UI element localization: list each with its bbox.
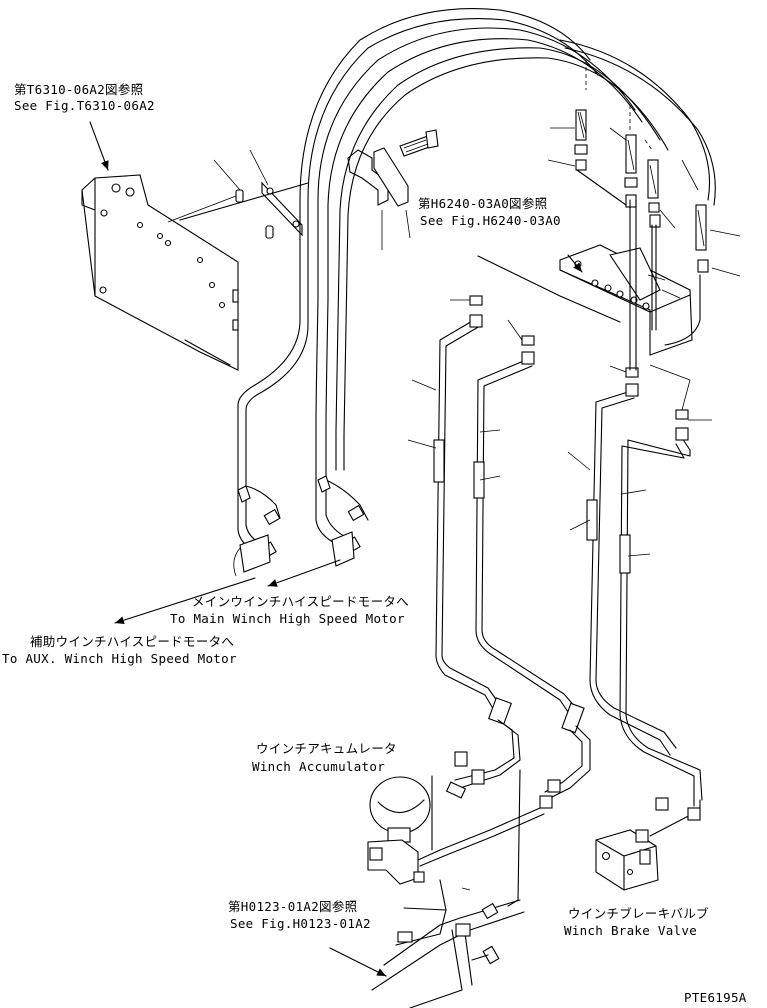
small-parts-top bbox=[167, 149, 309, 239]
hose-loops bbox=[237, 8, 716, 471]
aux-winch-en: To AUX. Winch High Speed Motor bbox=[2, 651, 237, 666]
ref-t6310-en: See Fig.T6310-06A2 bbox=[14, 98, 155, 113]
lower-assembly bbox=[329, 697, 701, 1008]
brake-valve-en: Winch Brake Valve bbox=[564, 923, 698, 938]
ref-t6310-jp: 第T6310-06A2図参照 bbox=[14, 82, 144, 97]
ref-h6240-en: See Fig.H6240-03A0 bbox=[420, 213, 561, 228]
ref-h0123-en: See Fig.H0123-01A2 bbox=[230, 916, 371, 931]
bracket-h6240 bbox=[477, 244, 693, 356]
brake-valve-jp: ウインチブレーキバルブ bbox=[568, 906, 709, 921]
clamp-brackets bbox=[347, 129, 439, 250]
main-winch-en: To Main Winch High Speed Motor bbox=[170, 611, 405, 626]
drawing-id: PTE6195A bbox=[684, 990, 747, 1005]
accumulator-en: Winch Accumulator bbox=[252, 759, 386, 774]
ref-h6240-jp: 第H6240-03A0図参照 bbox=[418, 196, 548, 211]
main-winch-jp: メインウインチハイスピードモータへ bbox=[192, 594, 409, 609]
accumulator-jp: ウインチアキュムレータ bbox=[256, 741, 397, 756]
motor-arrows bbox=[114, 559, 341, 625]
motor-hose-ends bbox=[233, 469, 369, 577]
ref-h0123-jp: 第H0123-01A2図参照 bbox=[228, 899, 358, 914]
mounting-plate bbox=[81, 174, 239, 371]
top-fittings bbox=[547, 109, 741, 277]
pipes bbox=[407, 169, 712, 807]
aux-winch-jp: 補助ウインチハイスピードモータへ bbox=[30, 634, 235, 649]
ref-arrow-plate bbox=[89, 121, 109, 171]
